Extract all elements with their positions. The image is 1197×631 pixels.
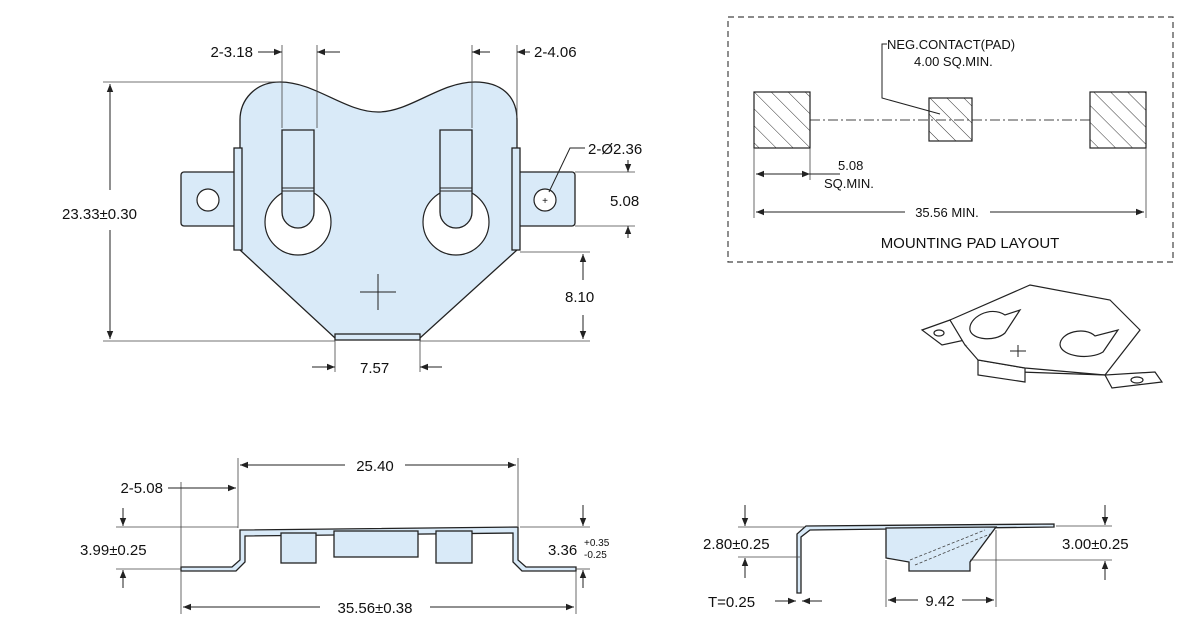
dim-thickness: T=0.25 (708, 594, 755, 611)
dim-overall-width: 35.56±0.38 (338, 600, 413, 617)
dim-contact-width: 9.42 (925, 593, 954, 610)
front-left-tab (280, 532, 317, 564)
pad-layout-title: MOUNTING PAD LAYOUT (881, 235, 1060, 252)
dim-hole: 2-Ø2.36 (588, 141, 642, 158)
dim-front-right-tol-upper: +0.35 (584, 538, 610, 549)
front-center-tab (333, 530, 419, 558)
plus-mark-small: + (542, 196, 548, 207)
side-contact (885, 526, 998, 572)
side-profile (796, 523, 1055, 594)
dim-front-right-tol-lower: -0.25 (584, 550, 607, 561)
dim-front-left-height: 3.99±0.25 (80, 542, 147, 559)
pad-size-label: SQ.MIN. (824, 176, 874, 191)
left-mounting-hole (196, 188, 220, 212)
dim-bottom-width: 7.57 (360, 360, 389, 377)
pad-span: 35.56 MIN. (915, 205, 979, 220)
mounting-pad-layout: NEG.CONTACT(PAD) 4.00 SQ.MIN. 5.08 SQ.MI… (727, 16, 1174, 263)
dim-side-left-height: 2.80±0.25 (703, 536, 770, 553)
side-view: 2.80±0.25 3.00±0.25 T=0.25 9.42 (703, 505, 1129, 611)
dim-front-right-height: 3.36 (548, 542, 577, 559)
neg-contact-size: 4.00 SQ.MIN. (914, 54, 993, 69)
neg-contact-label: NEG.CONTACT(PAD) (887, 37, 1015, 52)
top-view: + 2-3.18 2-4.06 2-Ø2 (62, 44, 642, 377)
isometric-view (920, 284, 1164, 389)
pad-size-value: 5.08 (838, 158, 863, 173)
negative-contact-pad (928, 97, 973, 142)
dim-tab-length: 2-5.08 (120, 480, 163, 497)
dim-height: 23.33±0.30 (62, 206, 137, 223)
right-pad (1089, 91, 1147, 149)
front-view: 25.40 2-5.08 3.99±0.25 3.36 +0.35 -0.25 … (80, 458, 610, 617)
dim-bottom-offset: 8.10 (565, 289, 594, 306)
left-wall (233, 147, 243, 251)
dim-side-right-height: 3.00±0.25 (1062, 536, 1129, 553)
dim-slot-width-right: 2-4.06 (534, 44, 577, 61)
dim-tab-spacing: 5.08 (610, 193, 639, 210)
left-pad (753, 91, 811, 149)
right-wall (511, 147, 521, 251)
front-right-tab (435, 530, 473, 564)
dim-slot-width: 2-3.18 (210, 44, 253, 61)
bottom-lip (334, 333, 421, 341)
right-spring-tab (439, 129, 473, 229)
dim-body-width: 25.40 (356, 458, 394, 475)
pad-layout-frame (727, 16, 1174, 263)
right-mounting-hole (533, 188, 557, 212)
left-spring-tab (281, 129, 315, 229)
